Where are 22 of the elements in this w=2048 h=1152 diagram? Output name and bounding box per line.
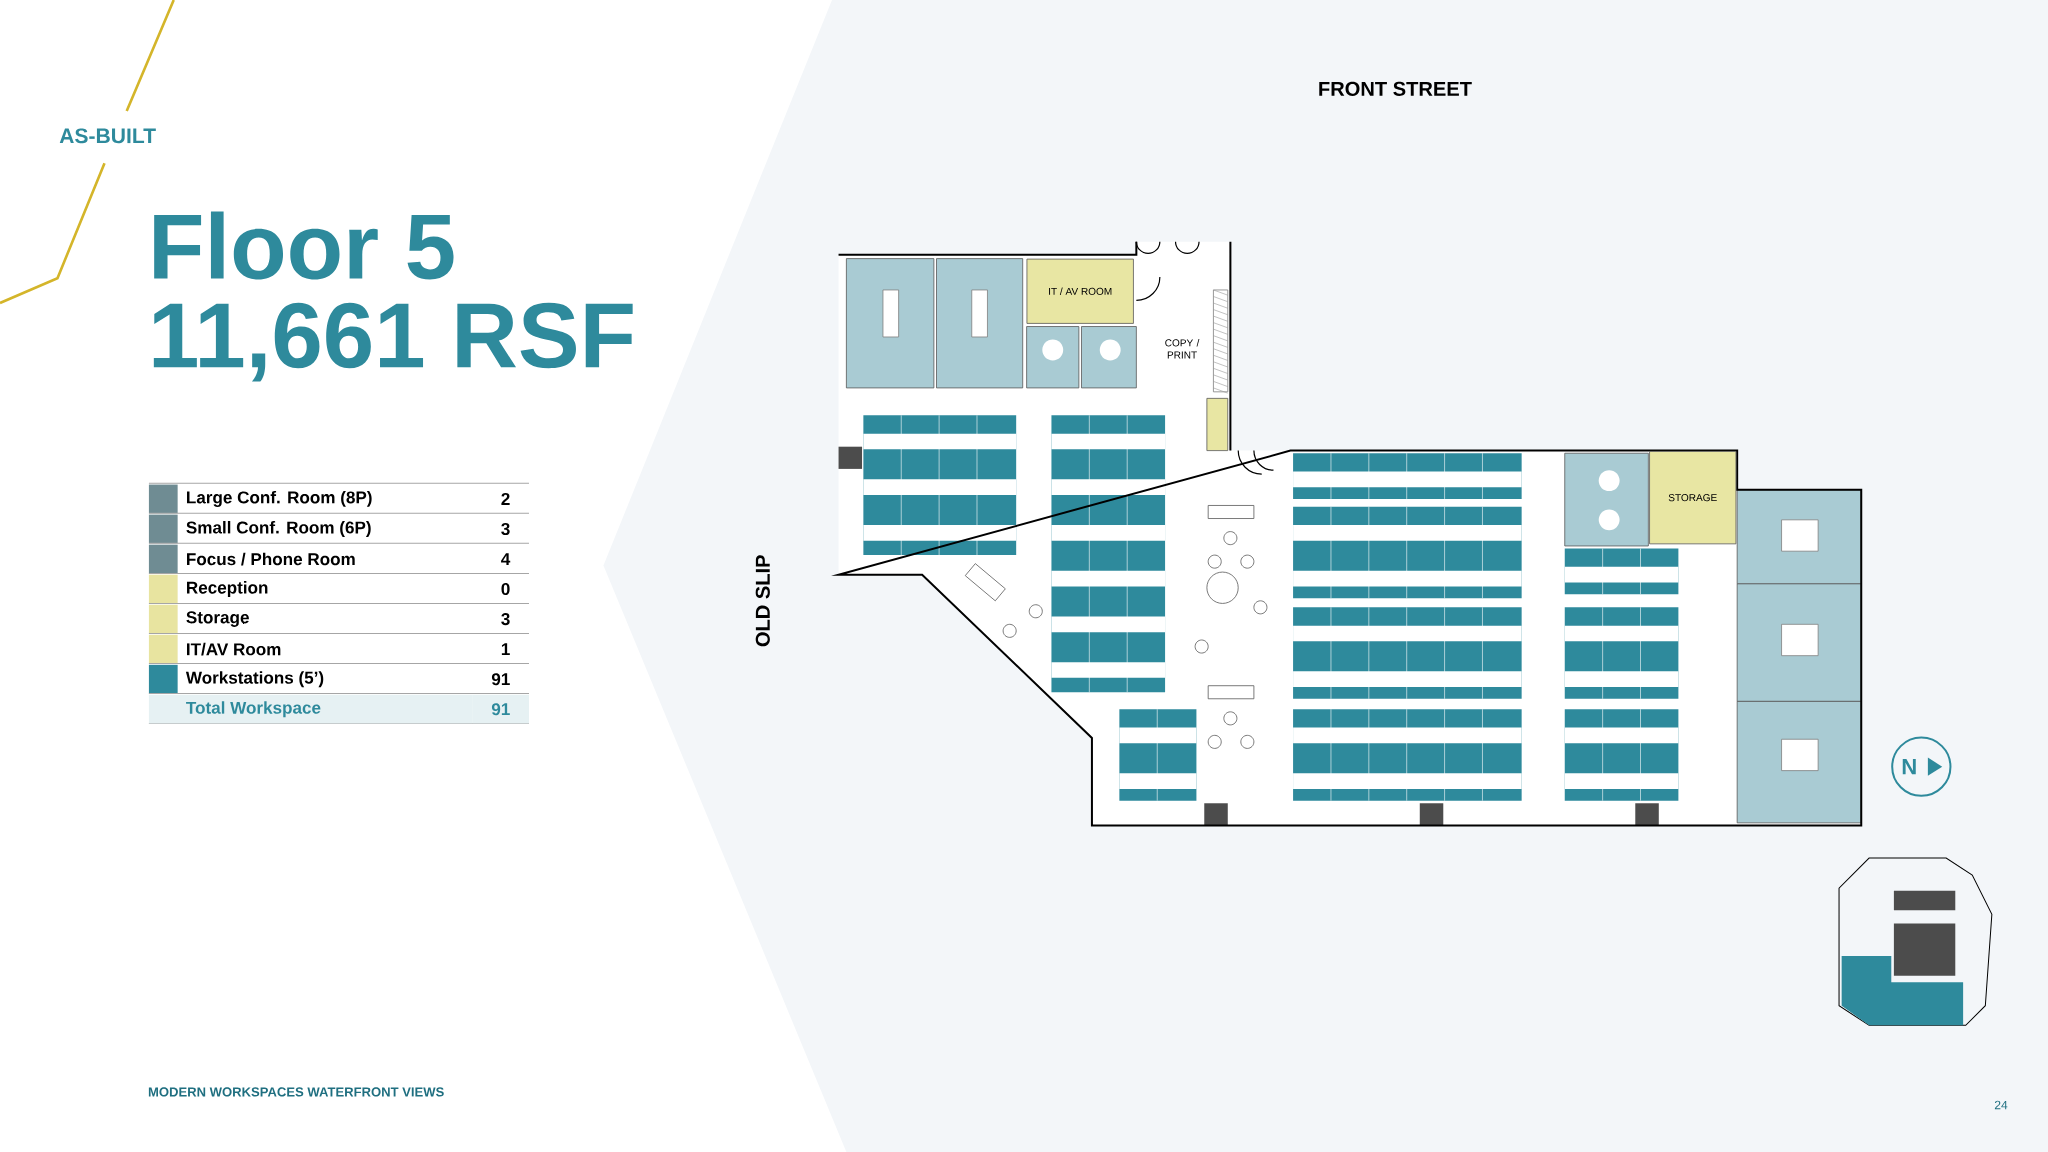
tagline: MODERN WORKSPACES WATERFRONT VIEWS [148,1087,444,1097]
count-value: 0 [501,583,510,596]
street-label: FRONT STREET [1319,81,1472,96]
total-value: 91 [472,694,529,724]
count-value: 3 [501,522,510,536]
heading: Floor 5 [154,211,454,280]
count-value: 4 [501,553,511,565]
legend-label: Reception [187,581,268,597]
legend-label: Storage [186,611,249,627]
page-number: 24 [1994,1100,2008,1110]
count-value: 1 [501,643,510,655]
legend-label: Workstations (5’) [185,671,324,688]
section-label: AS-BUILT [59,128,156,144]
count-value: 3 [501,613,510,626]
legend-label: Focus / Phone Room [187,552,355,566]
legend-label: Small Conf. Room (6P) [186,521,371,537]
heading: 11,661 RSF [153,302,633,382]
legend-label: Large Conf. Room (8P) [187,490,372,507]
count-value: 91 [491,673,510,686]
street-label: OLD SLIP [755,555,770,647]
legend-label: IT/AV Room [187,642,281,656]
count-value: 2 [501,493,510,505]
